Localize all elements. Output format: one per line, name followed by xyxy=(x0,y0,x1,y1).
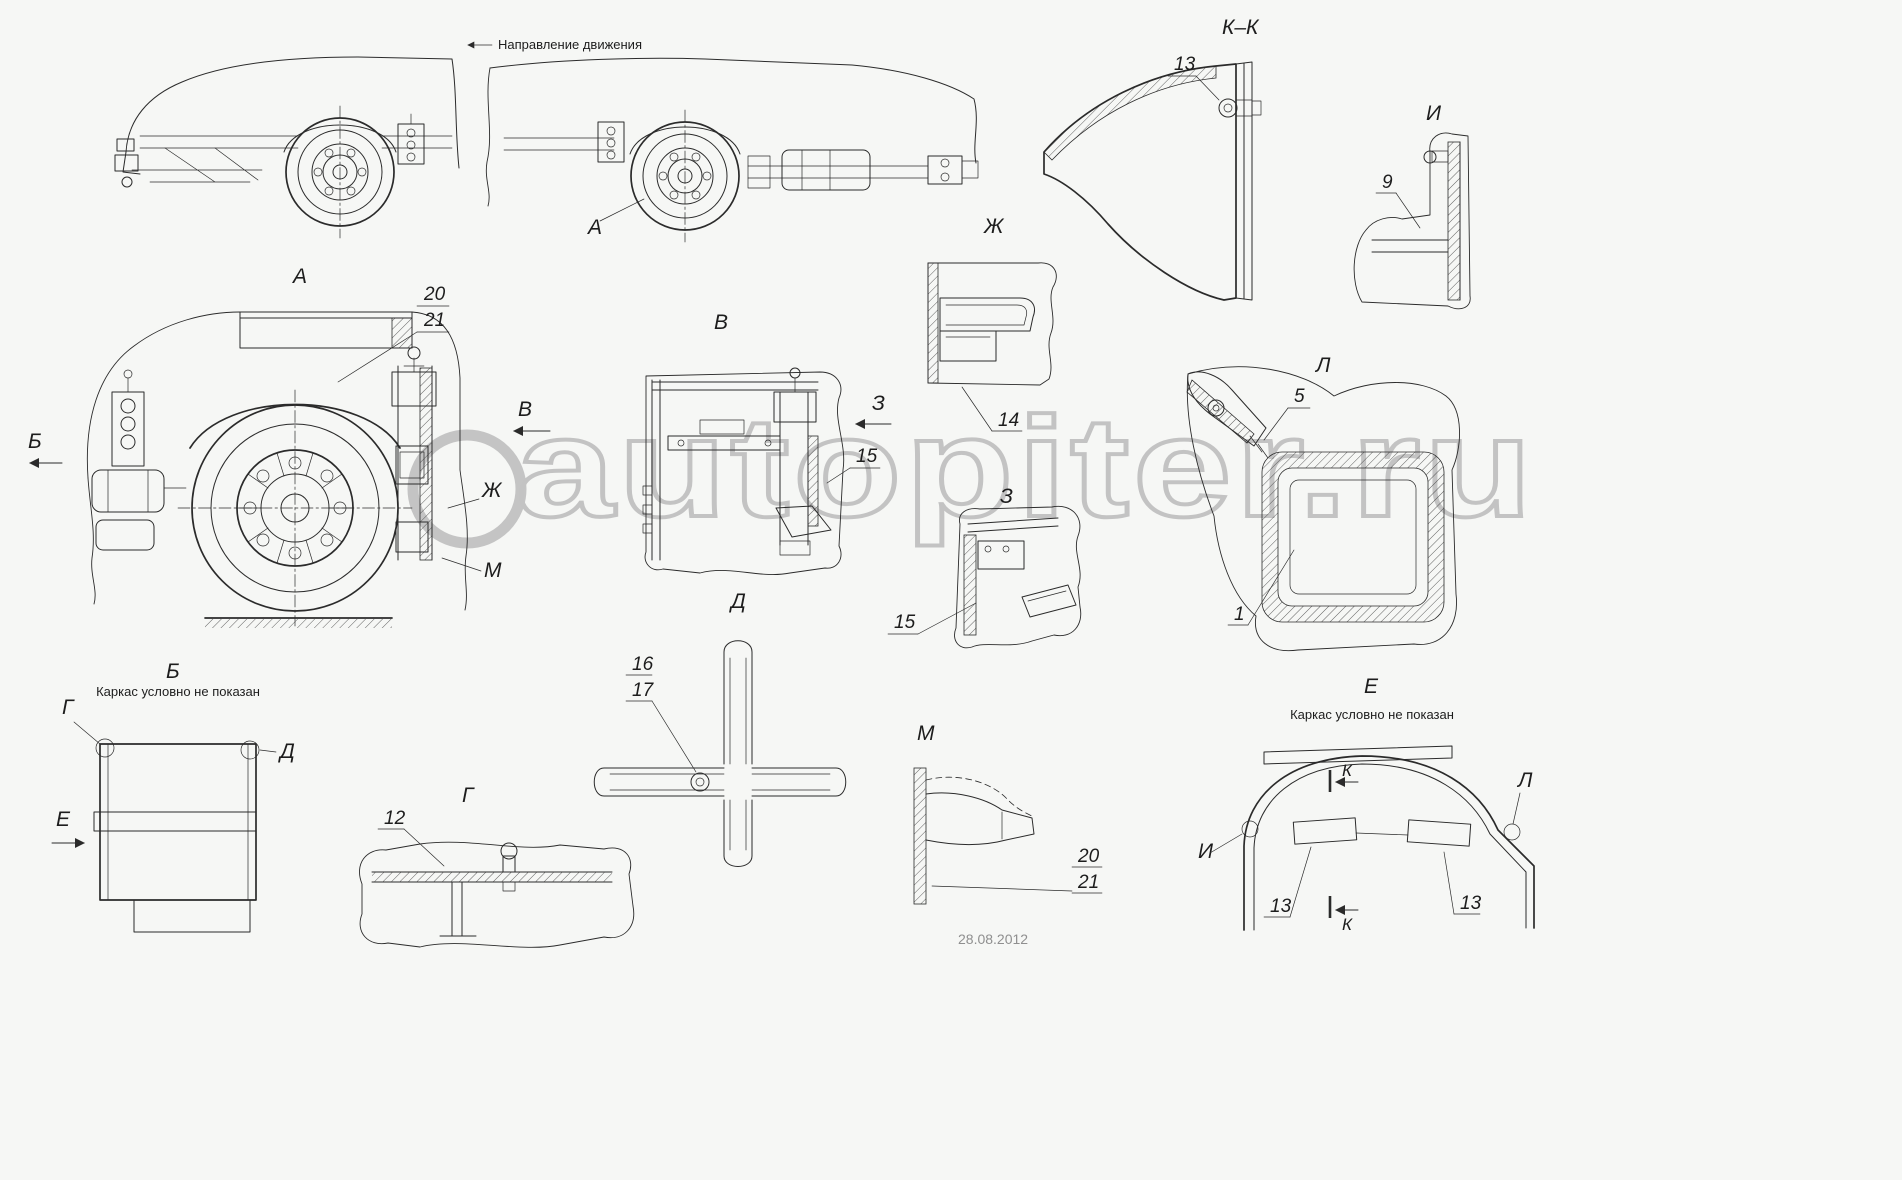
view-pointer-b: Б xyxy=(28,430,42,453)
view-arrow-e: Е xyxy=(51,808,85,848)
direction-of-travel-label: Направление движения xyxy=(498,37,642,52)
callout-13-left: 13 xyxy=(1263,846,1312,918)
section-mark-k-top: К xyxy=(1328,761,1359,792)
callout-12: 12 xyxy=(377,808,445,867)
section-mark-k-bottom: К xyxy=(1328,896,1359,934)
part-number-1: 1 xyxy=(1234,604,1245,625)
callout-16-17: 16 17 xyxy=(625,654,697,773)
view-pointer-m: М xyxy=(484,559,502,582)
view-kk: К–К 13 xyxy=(1043,16,1262,301)
view-l: Л 5 1 xyxy=(1186,354,1460,652)
pointer-d: Д xyxy=(259,740,295,763)
part-number-5: 5 xyxy=(1294,386,1305,407)
callout-15-v: 15 xyxy=(826,446,881,484)
view-pointer-l: Л xyxy=(1516,769,1533,792)
callout-13-kk: 13 xyxy=(1167,54,1220,101)
section-label-k: К xyxy=(1342,915,1353,934)
chassis-side-view-right: А xyxy=(485,57,979,243)
view-pointer-g: Г xyxy=(62,696,75,719)
pointer-zh: Ж xyxy=(447,479,503,509)
view-label-g: Г xyxy=(462,784,475,807)
view-pointer-e: Е xyxy=(56,808,71,831)
direction-of-travel: Направление движения xyxy=(467,37,642,52)
view-v: В З 15 xyxy=(642,311,892,575)
view-b: Б Каркас условно не показан Г Д Е xyxy=(51,660,295,933)
view-label-d: Д xyxy=(729,590,746,613)
view-i: И 9 xyxy=(1353,102,1471,310)
view-pointer-i: И xyxy=(1198,840,1214,863)
view-arrow-z: З xyxy=(855,392,892,429)
part-number-13: 13 xyxy=(1174,54,1196,75)
view-e: Е Каркас условно не показан К К И Л 13 xyxy=(1198,675,1535,934)
view-a-detail: А 20 xyxy=(28,265,551,628)
part-number-17: 17 xyxy=(632,680,655,701)
view-z: З 15 xyxy=(887,485,1082,649)
view-label-kk: К–К xyxy=(1222,16,1260,39)
view-label-a: А xyxy=(291,265,307,288)
view-pointer-z: З xyxy=(872,392,885,415)
part-number-13: 13 xyxy=(1460,893,1482,914)
view-zh: Ж 14 xyxy=(927,215,1057,432)
callout-20-21: 20 21 xyxy=(337,284,450,383)
callout-20-21-m: 20 21 xyxy=(931,846,1103,894)
view-arrow-v: В xyxy=(513,398,551,436)
view-label-zh: Ж xyxy=(983,215,1005,238)
view-pointer-v: В xyxy=(518,398,532,421)
callout-14: 14 xyxy=(961,386,1023,432)
view-pointer-d: Д xyxy=(278,740,295,763)
view-arrow-b: Б xyxy=(28,430,63,468)
part-number-21: 21 xyxy=(1077,872,1099,893)
view-label-z: З xyxy=(1000,485,1013,508)
callout-5: 5 xyxy=(1263,386,1311,441)
callout-13-right: 13 xyxy=(1443,851,1482,915)
pointer-i: И xyxy=(1198,833,1243,863)
pointer-m: М xyxy=(441,557,502,582)
frame-note-e: Каркас условно не показан xyxy=(1290,707,1454,722)
pointer-g: Г xyxy=(62,696,101,745)
view-label-m: М xyxy=(917,722,935,745)
part-number-9: 9 xyxy=(1382,172,1393,193)
part-number-13: 13 xyxy=(1270,896,1292,917)
part-number-15: 15 xyxy=(856,446,878,467)
view-pointer-a: А xyxy=(586,216,602,239)
callout-1: 1 xyxy=(1227,549,1295,626)
callout-15-z: 15 xyxy=(887,602,977,635)
view-label-v: В xyxy=(714,311,728,334)
view-m: М 20 21 xyxy=(913,722,1103,905)
view-d: Д 16 17 xyxy=(593,590,847,867)
pointer-l: Л xyxy=(1512,769,1533,825)
part-number-16: 16 xyxy=(632,654,654,675)
part-number-14: 14 xyxy=(998,410,1019,431)
part-number-12: 12 xyxy=(384,808,406,829)
view-label-l: Л xyxy=(1314,354,1331,377)
view-label-b: Б xyxy=(166,660,180,683)
view-g: Г 12 xyxy=(359,784,635,948)
frame-note-b: Каркас условно не показан xyxy=(96,684,260,699)
callout-9: 9 xyxy=(1375,172,1421,229)
part-number-20: 20 xyxy=(423,284,446,305)
drawing-date: 28.08.2012 xyxy=(958,931,1028,947)
view-label-i: И xyxy=(1426,102,1442,125)
view-label-e: Е xyxy=(1364,675,1379,698)
chassis-side-view-left xyxy=(114,56,460,239)
part-number-21: 21 xyxy=(423,310,445,331)
section-label-k: К xyxy=(1342,761,1353,780)
part-number-20: 20 xyxy=(1077,846,1100,867)
part-number-15: 15 xyxy=(894,612,916,633)
view-pointer-zh: Ж xyxy=(481,479,503,502)
